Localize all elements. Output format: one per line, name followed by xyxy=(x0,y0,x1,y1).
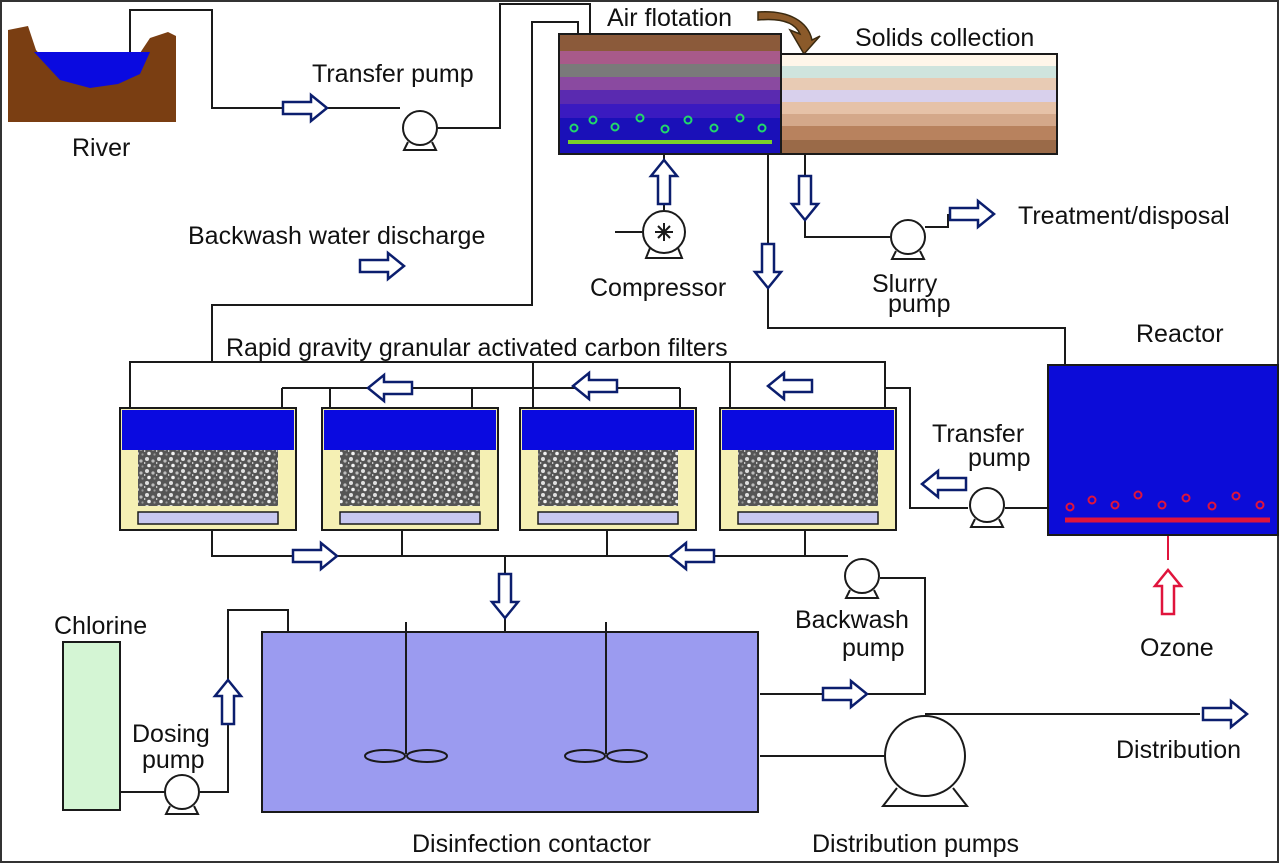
river-illustration xyxy=(8,26,176,122)
flow-arrow-ozone xyxy=(1153,568,1183,616)
flow-arrow-distribution xyxy=(1201,699,1249,729)
flow-arrow-to-reactor xyxy=(753,242,783,290)
backwash-pump-label-1: Backwash xyxy=(795,606,909,634)
distribution-label: Distribution xyxy=(1116,736,1241,764)
distribution-pumps-label: Distribution pumps xyxy=(812,830,1019,858)
disinfection-contactor-label: Disinfection contactor xyxy=(412,830,651,858)
flow-arrow-chlorine xyxy=(213,678,243,726)
gac-filter-2 xyxy=(321,407,499,531)
compressor-label: Compressor xyxy=(590,274,726,302)
transfer-pump-right-label-2: pump xyxy=(968,444,1031,472)
distribution-pump xyxy=(880,715,970,807)
chlorine-tank xyxy=(62,641,121,811)
flow-arrow-filters-top-3 xyxy=(766,371,814,401)
flow-arrow-compressor xyxy=(649,158,679,206)
dosing-pump-label-1: Dosing xyxy=(132,720,210,748)
flow-arrow-backwash xyxy=(821,679,869,709)
transfer-pump-right xyxy=(969,487,1005,528)
transfer-pump-top-label: Transfer pump xyxy=(312,60,474,88)
ozone-reactor xyxy=(1047,364,1279,536)
backwash-water-discharge-label: Backwash water discharge xyxy=(188,222,485,250)
flow-arrow-filters-bottom-right xyxy=(668,541,716,571)
rgac-filters-label: Rapid gravity granular activated carbon … xyxy=(226,334,728,362)
air-flotation-tank xyxy=(558,33,782,155)
gac-filter-4 xyxy=(719,407,897,531)
air-flotation-label: Air flotation xyxy=(607,4,732,32)
slurry-pump xyxy=(890,219,926,260)
backwash-pump-label-2: pump xyxy=(842,634,905,662)
dosing-pump xyxy=(164,774,200,815)
disinfection-contactor xyxy=(261,622,759,813)
solids-collection-label: Solids collection xyxy=(855,24,1034,52)
transfer-pump-right-label-1: Transfer xyxy=(932,420,1024,448)
river-label: River xyxy=(72,134,130,162)
flow-arrow-to-contactor xyxy=(490,572,520,620)
gac-filter-1 xyxy=(119,407,297,531)
flow-arrow-backwash-discharge xyxy=(358,251,406,281)
chlorine-label: Chlorine xyxy=(54,612,147,640)
flow-arrow-filters-bottom-left xyxy=(291,541,339,571)
transfer-pump-top xyxy=(402,110,438,151)
pipework xyxy=(120,3,1200,793)
ozone-label: Ozone xyxy=(1140,634,1214,662)
flow-arrow-filters-top-2 xyxy=(571,371,619,401)
solids-collection-tank xyxy=(780,53,1058,155)
flow-arrow-filters-top-1 xyxy=(366,373,414,403)
gac-filter-3 xyxy=(519,407,697,531)
compressor xyxy=(642,210,686,259)
flow-arrow-reactor-to-filters xyxy=(920,469,968,499)
flow-arrow-treatment xyxy=(948,199,996,229)
backwash-pump xyxy=(844,558,880,599)
reactor-label: Reactor xyxy=(1136,320,1224,348)
flow-arrow-intake xyxy=(281,93,329,123)
dosing-pump-label-2: pump xyxy=(142,746,205,774)
treatment-disposal-label: Treatment/disposal xyxy=(1018,202,1230,230)
flow-arrow-to-slurry xyxy=(790,174,820,222)
slurry-pump-label-1: Slurry xyxy=(872,270,938,298)
slurry-pump-label-2: pump xyxy=(888,290,951,318)
